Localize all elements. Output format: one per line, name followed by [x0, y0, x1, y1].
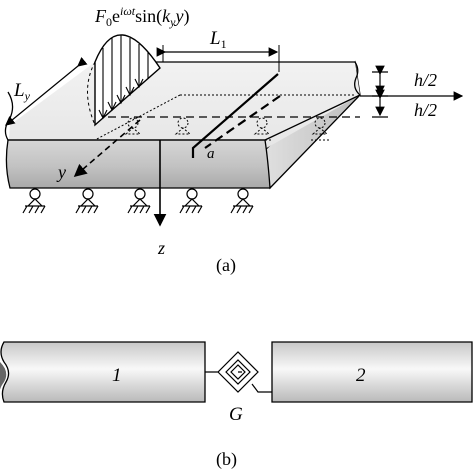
support-row	[22, 188, 254, 214]
crack-line-dashed	[204, 95, 281, 149]
plate-right-edge	[354, 61, 361, 96]
crack-line-solid	[191, 73, 279, 158]
beam-1-end-shade	[0, 362, 7, 396]
figure-a: F0eiωtsin(kyy) L1 Ly h/2 h/2 a y z (a)	[4, 4, 464, 276]
spring-label: G	[229, 404, 243, 425]
spiral-spring	[205, 351, 272, 393]
force-dashed-curve	[87, 61, 96, 126]
half-thickness-bottom-label: h/2	[414, 100, 437, 120]
dimension-Ly-arrow	[5, 56, 88, 126]
z-axis-label: z	[157, 238, 165, 258]
beam-2-label: 2	[356, 365, 366, 386]
y-axis-arrow	[73, 119, 141, 178]
dimension-Ly-label: Ly	[13, 80, 31, 103]
force-arrows	[98, 35, 149, 120]
beam-2	[271, 341, 473, 403]
figure-b: 1 2 G (b)	[0, 341, 473, 470]
crack-label: a	[207, 146, 215, 162]
dimension-L1-label: L1	[209, 28, 227, 51]
half-thickness-top-label: h/2	[414, 70, 437, 90]
thickness-markers	[360, 65, 464, 118]
force-distribution-curve	[94, 34, 161, 127]
beam-1-label: 1	[112, 365, 122, 386]
y-axis-label: y	[56, 162, 66, 182]
caption-a: (a)	[216, 255, 236, 276]
force-label: F0eiωtsin(kyy)	[94, 4, 189, 29]
dimension-L1-ticks	[162, 45, 280, 72]
caption-b: (b)	[216, 449, 237, 470]
plate-front-face	[5, 139, 271, 189]
hidden-supports	[124, 117, 329, 141]
beam-1	[0, 341, 206, 403]
